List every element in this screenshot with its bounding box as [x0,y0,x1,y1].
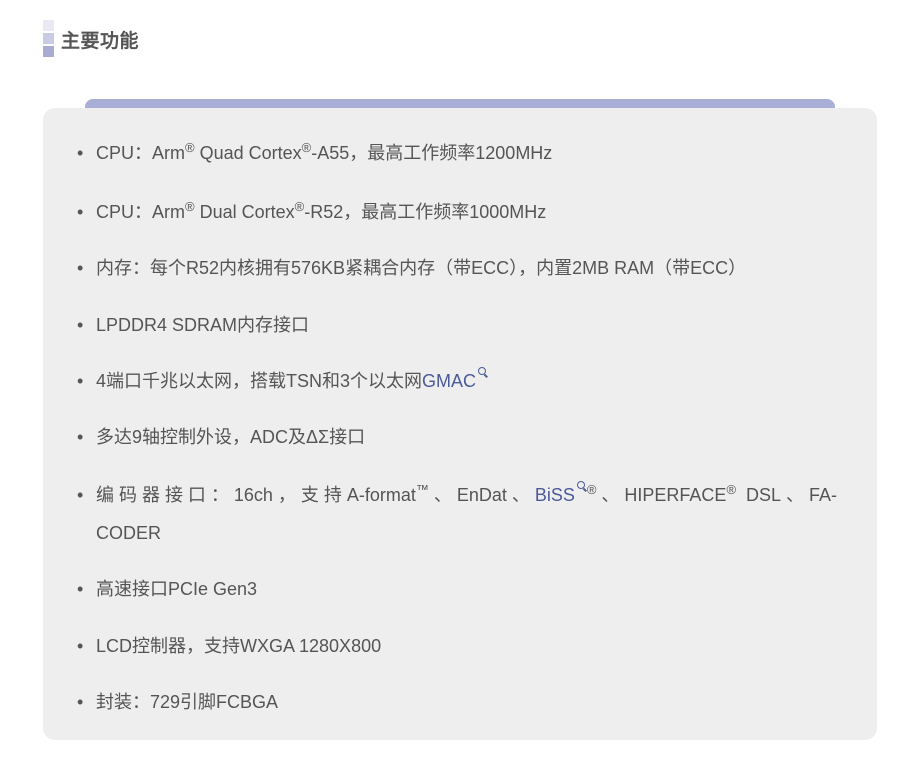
item-text: 、HIPERFACE [596,485,727,505]
registered-mark: ® [185,199,195,214]
section-header: 主要功能 [43,20,139,58]
list-item-cpu-r52: • CPU：Arm® Dual Cortex®-R52，最高工作频率1000MH… [77,193,846,231]
item-text: DSL、FA- [736,485,837,505]
encoder-line-1: 编码器接口：16ch，支持A-format™、EnDat、BiSS ®、HIPER… [96,476,837,514]
title-marker-icon [43,20,54,58]
bullet: • [77,371,84,391]
registered-mark: ® [185,140,195,155]
trademark-mark: ™ [415,482,429,497]
item-text: LPDDR4 SDRAM内存接口 [96,315,310,335]
bullet: • [77,636,84,656]
search-icon[interactable] [576,481,585,489]
bullet: • [77,202,84,222]
item-text: CPU：Arm [96,143,185,163]
item-text: 高速接口PCIe Gen3 [96,579,258,599]
item-text: -R52，最高工作频率1000MHz [304,202,547,222]
item-text: 编码器接口：16ch，支持A-format [96,485,416,505]
item-text: 封装：729引脚FCBGA [96,692,279,712]
marker-square-mid [43,33,54,44]
item-text: 内存：每个R52内核拥有576KB紧耦合内存（带ECC），内置2MB RAM（带… [96,258,747,278]
item-text: LCD控制器，支持WXGA 1280X800 [96,636,382,656]
list-item-package: • 封装：729引脚FCBGA [77,683,846,721]
registered-mark: ® [294,199,305,214]
bullet: • [77,692,84,712]
list-item-pcie: • 高速接口PCIe Gen3 [77,570,846,608]
item-text: 4端口千兆以太网，搭载TSN和3个以太网 [96,371,423,391]
list-item-memory: • 内存：每个R52内核拥有576KB紧耦合内存（带ECC），内置2MB RAM… [77,249,846,287]
list-item-cpu-a55: • CPU：Arm® Quad Cortex®-A55，最高工作频率1200MH… [77,134,846,172]
bullet: • [77,427,84,447]
encoder-line-2: CODER [96,523,162,543]
bullet: • [77,485,84,505]
list-item-encoder: • 编码器接口：16ch，支持A-format™、EnDat、BiSS ®、HIP… [77,476,837,552]
item-text: -A55，最高工作频率1200MHz [311,143,553,163]
list-item-motor-control: • 多达9轴控制外设，ADC及ΔΣ接口 [77,418,846,456]
gmac-link[interactable]: GMAC [422,371,477,391]
registered-mark: ® [586,482,597,497]
item-text: 多达9轴控制外设，ADC及ΔΣ接口 [96,427,366,447]
marker-square-light [43,20,54,31]
item-text: Dual Cortex [194,202,295,222]
item-text: Quad Cortex [194,143,302,163]
list-item-lcd: • LCD控制器，支持WXGA 1280X800 [77,627,846,665]
features-panel: • CPU：Arm® Quad Cortex®-A55，最高工作频率1200MH… [43,108,877,740]
item-text: CPU：Arm [96,202,185,222]
list-item-ethernet: • 4端口千兆以太网，搭载TSN和3个以太网GMAC [77,362,846,400]
bullet: • [77,258,84,278]
bullet: • [77,579,84,599]
section-title: 主要功能 [61,30,140,52]
registered-mark: ® [726,482,737,497]
marker-square-dark [43,46,54,57]
biss-link[interactable]: BiSS [534,485,575,505]
registered-mark: ® [301,140,312,155]
bullet: • [77,315,84,335]
list-item-lpddr4: • LPDDR4 SDRAM内存接口 [77,306,846,344]
item-text: 、EnDat、 [428,485,535,505]
bullet: • [77,143,84,163]
search-icon[interactable] [478,367,487,375]
